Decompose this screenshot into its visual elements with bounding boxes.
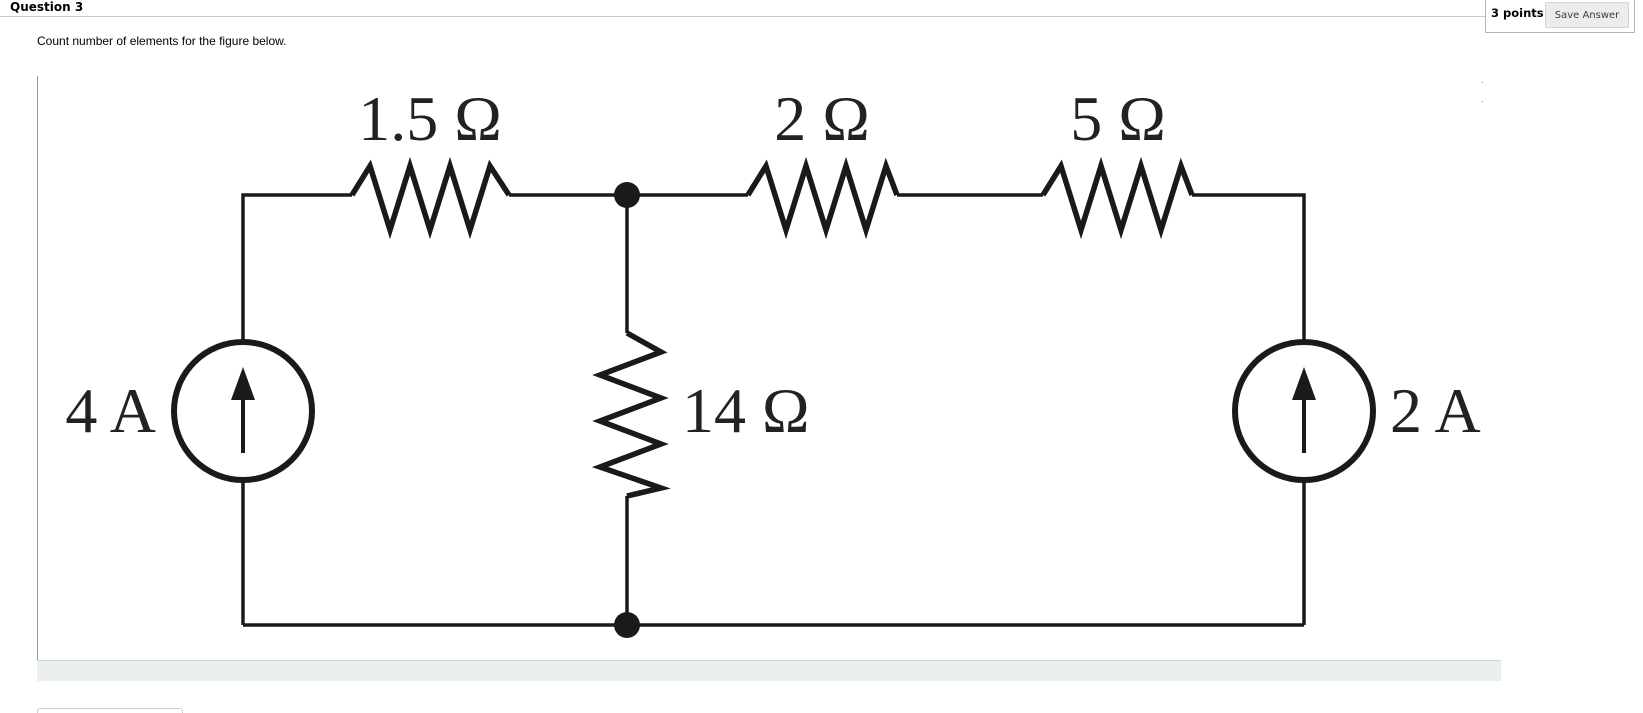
wire (1192, 193, 1306, 342)
question-header: Question 3 (0, 0, 1486, 17)
points-box: 3 points Save Answer (1485, 0, 1635, 33)
circuit-node (614, 612, 640, 638)
resistor-14-label: 14 Ω (682, 375, 810, 446)
circuit-node (614, 182, 640, 208)
resistor-1-5-label: 1.5 Ω (358, 83, 502, 154)
resistor-1-5-ohm: 1.5 Ω (349, 83, 512, 240)
arrow-head-icon (1292, 367, 1316, 400)
answer-input-box[interactable] (37, 708, 183, 713)
wire (241, 193, 352, 342)
source-2a-label: 2 A (1390, 375, 1481, 446)
resistor-14-ohm: 14 Ω (591, 330, 810, 499)
question-prompt: Count number of elements for the figure … (37, 34, 287, 48)
current-source-2a: 2 A (1232, 339, 1481, 483)
save-answer-button[interactable]: Save Answer (1545, 2, 1629, 28)
current-source-4a: 4 A (65, 339, 315, 483)
resistor-2-ohm: 2 Ω (745, 83, 900, 240)
resistor-5-label: 5 Ω (1070, 83, 1166, 154)
figure-frame (37, 76, 1502, 680)
question-title: Question 3 (10, 0, 84, 14)
points-label: 3 points (1491, 6, 1544, 20)
resistor-2-label: 2 Ω (774, 83, 870, 154)
circuit-wires (241, 193, 1306, 627)
arrow-head-icon (231, 367, 255, 400)
stray-mark (1482, 101, 1483, 102)
figure-bottom-bar (37, 660, 1501, 681)
source-4a-label: 4 A (65, 375, 156, 446)
resistor-5-ohm: 5 Ω (1040, 83, 1195, 240)
stray-mark (1482, 82, 1483, 83)
